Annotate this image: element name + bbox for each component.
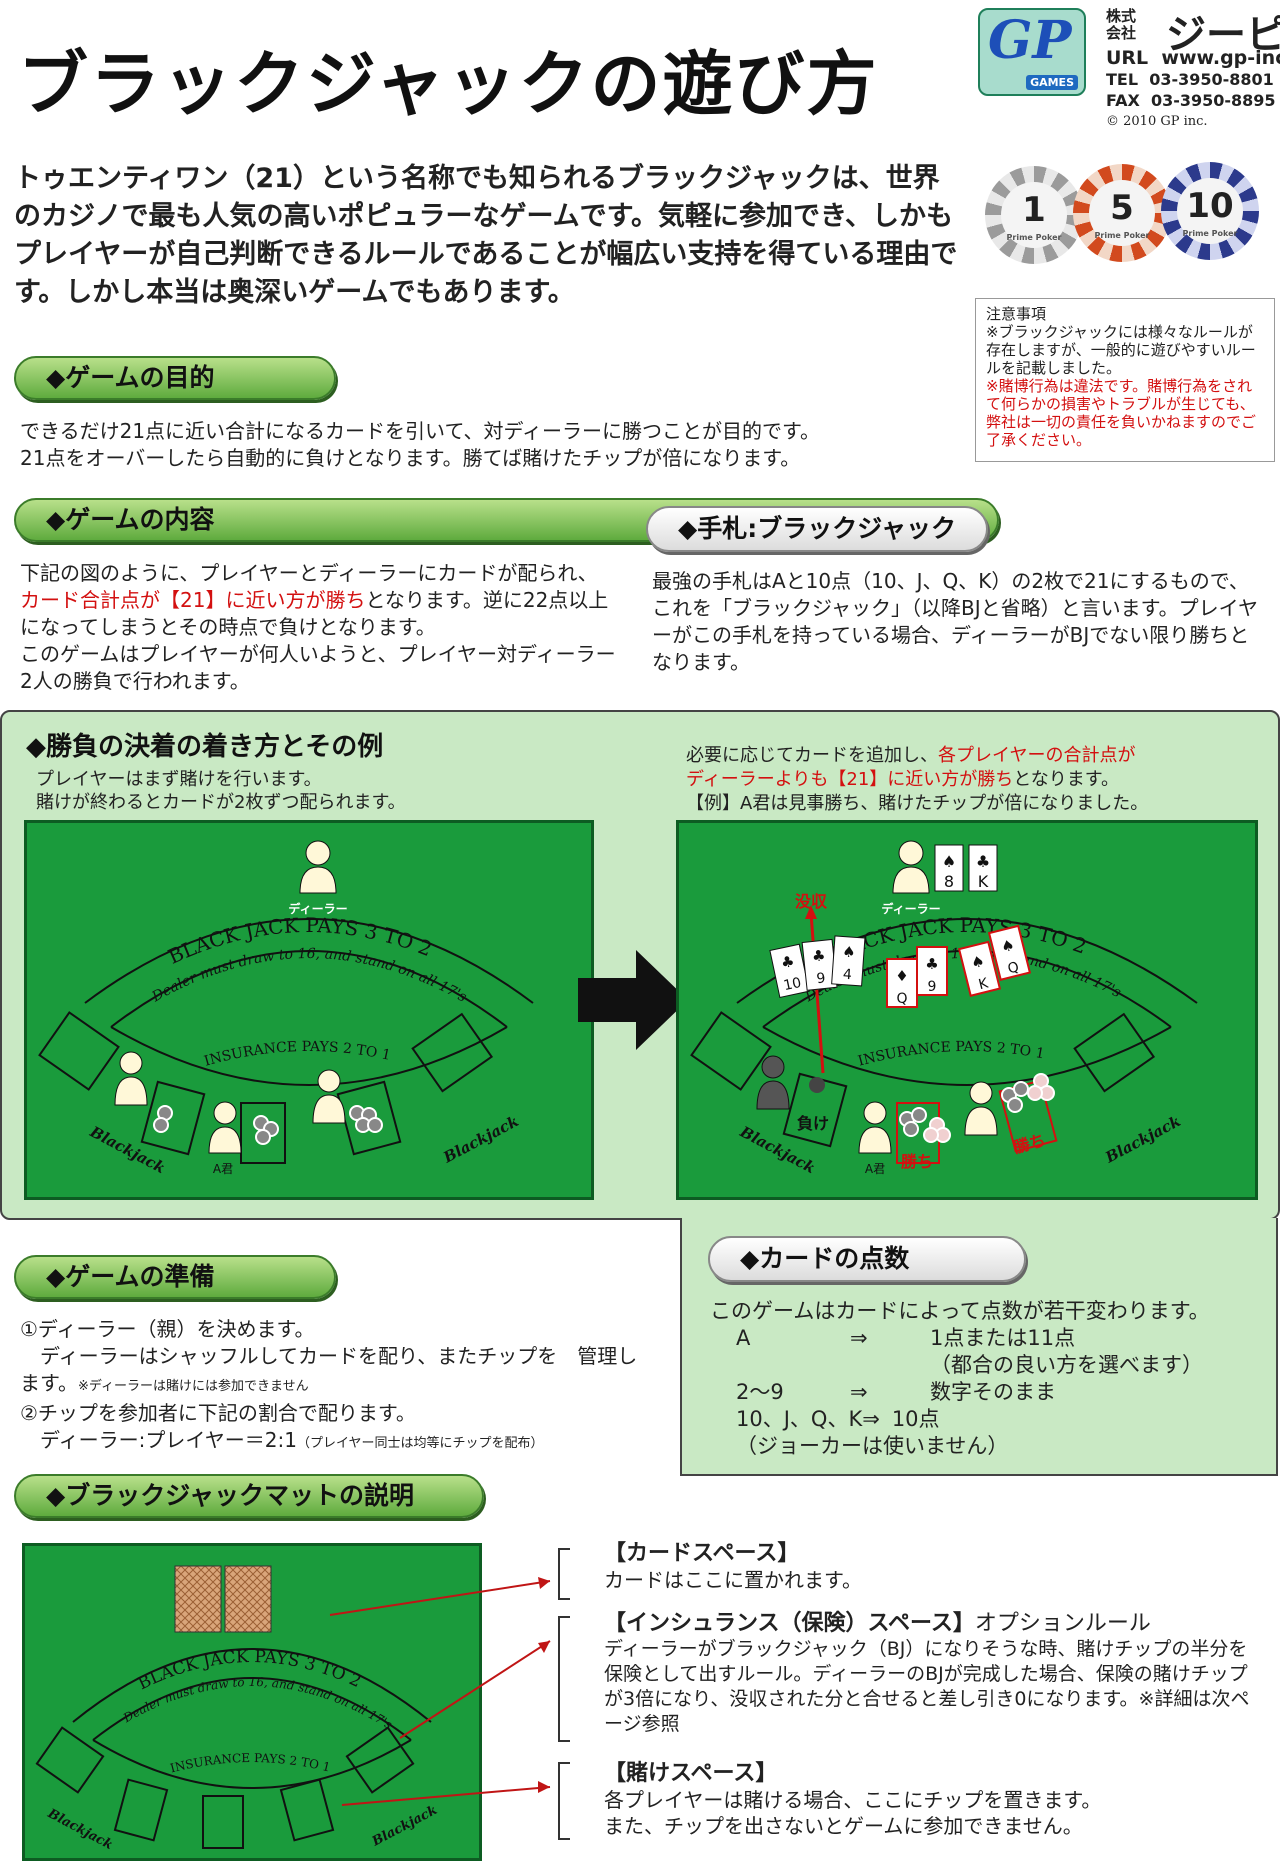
table-before-drawing: BLACK JACK PAYS 3 TO 2 Dealer must draw … — [38, 840, 534, 1177]
svg-text:♣: ♣ — [779, 952, 796, 972]
gp-games-logo: GP GAMES — [978, 8, 1086, 96]
fax-number: 03-3950-8895 — [1150, 91, 1276, 110]
mat-heading: ◆ブラックジャックマットの説明 — [14, 1474, 484, 1518]
prep-text: ①ディーラー（親）を決めます。 ディーラーはシャッフルしてカードを配り、またチッ… — [20, 1317, 638, 1452]
tel-number: 03-3950-8801 — [1149, 70, 1274, 89]
notice-line-2: ※賭博行為は違法です。賭博行為をされて何らかの損害やトラブルが生じても、弊社は一… — [986, 377, 1257, 449]
lose-label: 負け — [797, 1114, 829, 1133]
bet-boxes-after — [690, 1011, 1156, 1148]
notice-title: 注意事項 — [986, 305, 1047, 323]
svg-text:9: 9 — [816, 970, 827, 987]
content-red-rule: カード合計点が【21】に近い方が勝ち — [20, 588, 366, 612]
svg-text:♦: ♦ — [895, 967, 908, 985]
prep-heading: ◆ゲームの準備 — [14, 1255, 336, 1299]
logo-letters: GP — [988, 10, 1072, 71]
notice-line-1: ※ブラックジャックには様々なルールが存在しますが、一般的に遊びやすいルールを記載… — [986, 323, 1256, 377]
bracket-card-space — [558, 1548, 570, 1600]
content-text: 下記の図のように、プレイヤーとディーラーにカードが配られ、 カード合計点が【21… — [20, 561, 616, 693]
table-after-drawing: BLACK JACK PAYS 3 TO 2 Dealer must draw … — [690, 840, 1198, 1177]
card-space-cards — [174, 1565, 272, 1633]
svg-text:♠: ♠ — [969, 952, 986, 973]
arrow-right-icon — [578, 950, 688, 1050]
blackjack-label-right-after: Blackjack — [1102, 1112, 1184, 1167]
dealer-cards: ♠8 ♣K — [934, 844, 998, 892]
contact-info: URL www.gp-inc.jp TEL 03-3950-8801 FAX 0… — [1106, 48, 1280, 132]
callout-bet-space: 【賭けスペース】 各プレイヤーは賭ける場合、ここにチップを置きます。 また、チッ… — [604, 1761, 1102, 1838]
svg-text:♠: ♠ — [942, 852, 956, 871]
svg-text:INSURANCE PAYS 2 TO 1: INSURANCE PAYS 2 TO 1 — [856, 1039, 1046, 1070]
win-label-2: 勝ち — [1012, 1130, 1048, 1157]
chips-on-table — [153, 1105, 383, 1145]
svg-text:Q: Q — [1006, 959, 1021, 977]
bet-boxes — [38, 1011, 494, 1164]
hand-text: 最強の手札はAと10点（10、J、Q、K）の2枚で21にするもので、これを「ブラ… — [652, 569, 1259, 674]
svg-text:Q: Q — [896, 991, 907, 1007]
insurance-text-right: INSURANCE PAYS 2 TO 1 — [856, 1039, 1046, 1070]
svg-text:♠: ♠ — [999, 936, 1016, 957]
company-name: ジーピー — [1166, 12, 1280, 58]
callout-insurance: 【インシュランス（保険）スペース】オプションルール ディーラーがブラックジャック… — [604, 1611, 1250, 1735]
dealer-label-after: ディーラー — [881, 901, 940, 916]
notice-box: 注意事項 ※ブラックジャックには様々なルールが存在しますが、一般的に遊びやすいル… — [975, 298, 1275, 462]
mat-callout-arrows — [329, 1577, 551, 1806]
losing-player-figure — [756, 1055, 790, 1110]
svg-text:INSURANCE PAYS 2 TO 1: INSURANCE PAYS 2 TO 1 — [202, 1039, 392, 1070]
dealer-figure — [299, 840, 337, 894]
svg-text:4: 4 — [842, 967, 852, 984]
confiscate-label: 没収 — [795, 892, 828, 911]
win-label-1: 勝ち — [901, 1152, 933, 1171]
hand-heading: ◆手札:ブラックジャック — [646, 506, 988, 552]
card-points-text: このゲームはカードによって点数が若干変わります。 A⇒1点または11点 （都合の… — [710, 1299, 1210, 1458]
svg-text:8: 8 — [944, 872, 954, 891]
player-a-label-after: A君 — [865, 1162, 885, 1176]
svg-text:10: 10 — [782, 975, 803, 994]
settlement-heading: ◆勝負の決着の着き方とその例 — [26, 732, 384, 762]
svg-text:♣: ♣ — [925, 955, 938, 973]
page-title: ブラックジャックの遊び方 — [18, 43, 879, 125]
bracket-bet-space — [558, 1762, 570, 1840]
svg-text:9: 9 — [928, 979, 937, 995]
intro-paragraph: トゥエンティワン（21）という名称でも知られるブラックジャックは、世界のカジノで… — [14, 163, 958, 308]
player-a-label: A君 — [213, 1162, 233, 1176]
player1-cards: ♣ 10 ♣ 9 ♠ 4 — [769, 935, 866, 999]
bracket-insurance — [558, 1616, 570, 1742]
player3-cards: ♠K ♠Q — [957, 924, 1032, 997]
company-prefix: 株式 会社 — [1106, 7, 1137, 42]
logo-sub: GAMES — [1026, 75, 1078, 90]
blackjack-label-right: Blackjack — [440, 1112, 522, 1167]
dealer-figure-after — [892, 840, 930, 894]
player2-cards: ♦ Q ♣ 9 — [886, 946, 948, 1008]
mat-drawing: BLACK JACK PAYS 3 TO 2 Dealer must draw … — [35, 1565, 440, 1853]
card-points-heading: ◆カードの点数 — [708, 1236, 1026, 1282]
settlement-left-text: プレイヤーはまず賭けを行います。 賭けが終わるとカードが2枚ずつ配られます。 — [36, 769, 406, 813]
objective-heading: ◆ゲームの目的 — [14, 356, 336, 400]
table-before: BLACK JACK PAYS 3 TO 2 Dealer must draw … — [24, 820, 594, 1200]
svg-text:♣: ♣ — [976, 852, 990, 871]
svg-text:♠: ♠ — [842, 943, 857, 962]
callout-card-space: 【カードスペース】 カードはここに置かれます。 — [604, 1541, 862, 1592]
player-a-figure-after — [858, 1101, 892, 1154]
dealer-label: ディーラー — [288, 901, 347, 916]
svg-text:K: K — [978, 872, 989, 891]
svg-text:♣: ♣ — [811, 946, 826, 965]
table-after: BLACK JACK PAYS 3 TO 2 Dealer must draw … — [676, 820, 1258, 1200]
insurance-text-left: INSURANCE PAYS 2 TO 1 — [202, 1039, 392, 1070]
copyright: © 2010 GP inc. — [1106, 114, 1208, 129]
settlement-right-text: 必要に応じてカードを追加し、各プレイヤーの合計点が ディーラーよりも【21】に近… — [686, 745, 1149, 814]
objective-text: できるだけ21点に近い合計になるカードを引いて、対ディーラーに勝つことが目的です… — [20, 419, 821, 470]
player3-figure-after — [964, 1081, 998, 1136]
mat-bet-spaces — [35, 1726, 415, 1849]
company-url[interactable]: www.gp-inc.jp — [1161, 47, 1280, 69]
mat-diagram: BLACK JACK PAYS 3 TO 2 Dealer must draw … — [22, 1543, 482, 1861]
chips-after — [899, 1073, 1055, 1143]
confiscate-arrow — [809, 912, 825, 1074]
mat-blackjack-left: Blackjack — [44, 1806, 115, 1853]
player-figures — [114, 1051, 346, 1154]
